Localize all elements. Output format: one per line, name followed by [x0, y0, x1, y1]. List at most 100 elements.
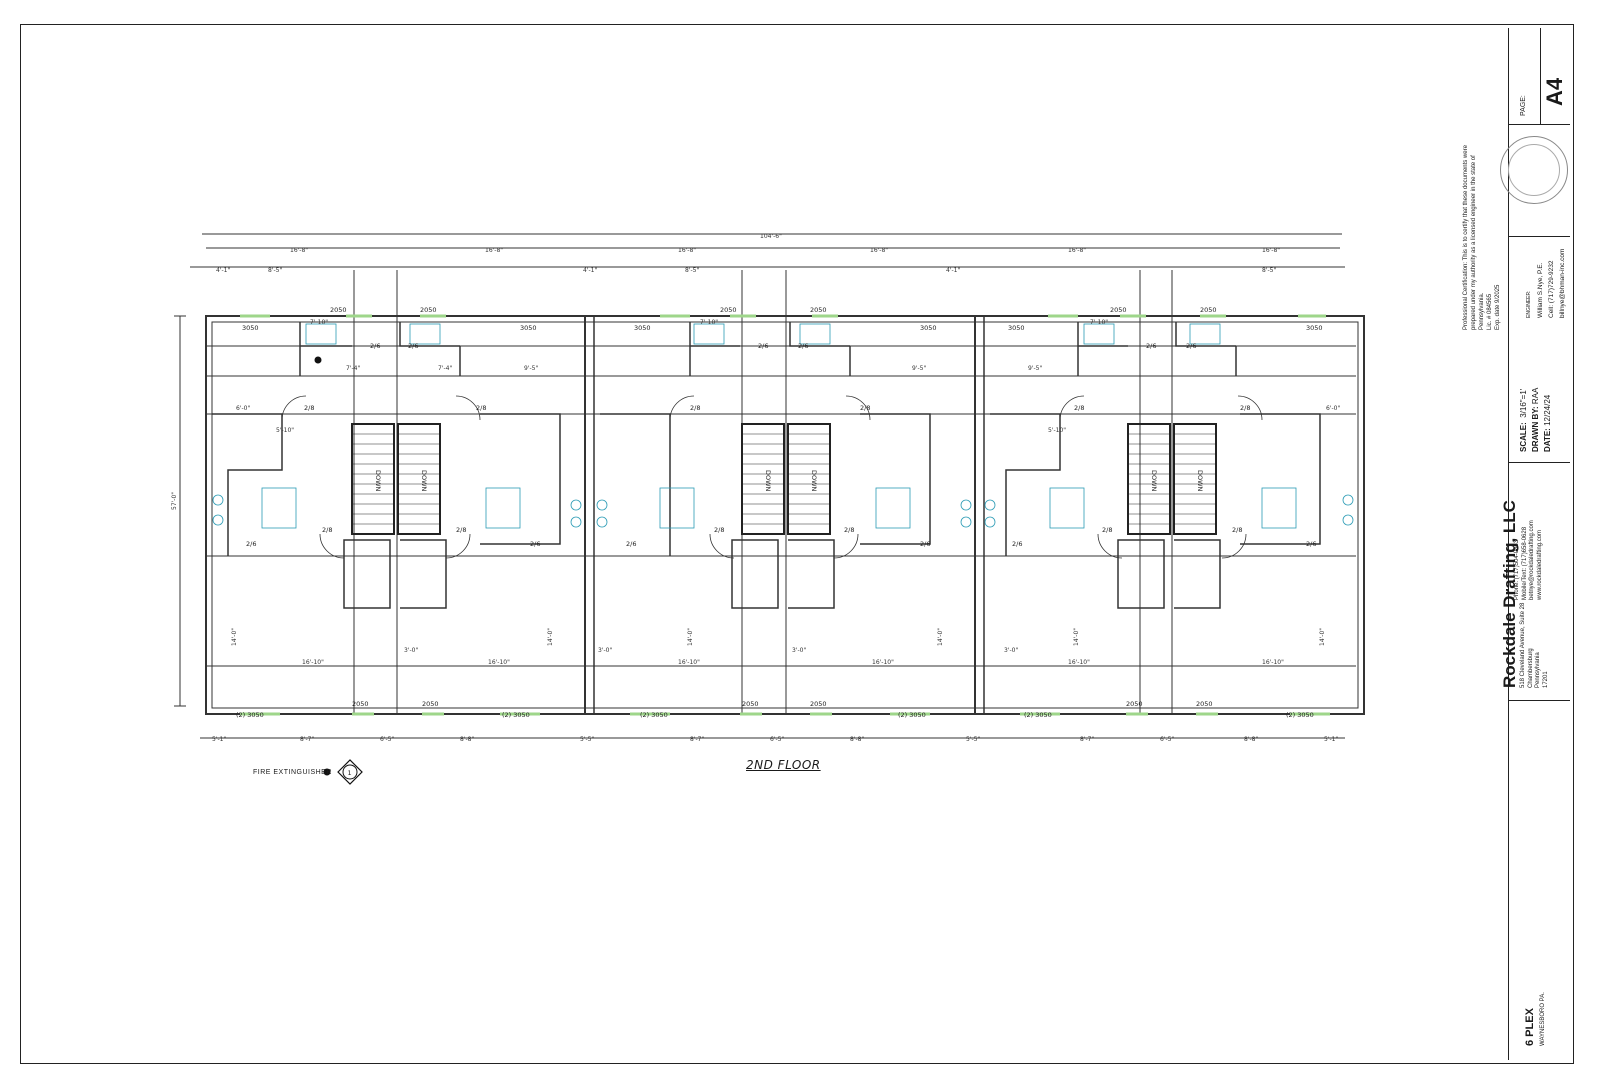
top-segment-dim: 8'-5" — [1262, 267, 1276, 274]
door-label: 2/6 — [1306, 540, 1316, 548]
room-dim: 14'-0" — [1073, 628, 1080, 646]
email: betnye@rockdaledrafting.com — [1529, 520, 1535, 600]
certification-line: Pennsylvania. — [1479, 292, 1485, 330]
bottom-segment-dim: 6'-5" — [770, 736, 784, 743]
room-dim: 16'-10" — [488, 659, 510, 666]
bottom-segment-dim: 8'-8" — [1244, 736, 1258, 743]
room-dim: 6'-0" — [236, 405, 250, 412]
room-dim: 16'-10" — [872, 659, 894, 666]
top-segment-dim: 8'-5" — [685, 267, 699, 274]
company-address-block: 518 Cleveland Avenue, Suite 28 Chambersb… — [1520, 603, 1550, 688]
certification-block: Professional Certification: This is to c… — [1462, 145, 1502, 330]
unit-width-dim: 16'-8" — [678, 247, 696, 254]
room-dim: 16'-10" — [1068, 659, 1090, 666]
room-dim: 14'-0" — [687, 628, 694, 646]
engineer-block: ENGINEER: William S.Nye, P.E. Cell: (717… — [1524, 249, 1568, 318]
room-dim: 6'-0" — [1326, 405, 1340, 412]
top-segment-dim: 4'-1" — [583, 267, 597, 274]
overall-depth-dim: 57'-0" — [171, 492, 178, 510]
door-label: 2/8 — [304, 404, 314, 412]
top-segment-dim: 4'-1" — [216, 267, 230, 274]
door-label: 2/8 — [1232, 526, 1242, 534]
address-line: Pennsylvania — [1535, 652, 1541, 688]
bottom-segment-dim: 8'-7" — [300, 736, 314, 743]
sheet-border — [20, 24, 1574, 1064]
door-label: 2/6 — [798, 342, 808, 350]
window-label: 3050 — [634, 324, 651, 332]
stairs-group — [351, 423, 1217, 535]
window-label: 2050 — [1196, 700, 1213, 708]
engineer-name: William S.Nye, P.E. — [1537, 262, 1544, 318]
unit-width-dim: 16'-8" — [870, 247, 888, 254]
window-label: 3050 — [520, 324, 537, 332]
page-label: PAGE: — [1520, 95, 1527, 116]
section-marker-number: 1 — [348, 769, 352, 777]
door-label: 2/6 — [246, 540, 256, 548]
engineer-seal-icon — [1500, 136, 1568, 204]
door-label: 2/6 — [408, 342, 418, 350]
door-label: 2/6 — [370, 342, 380, 350]
title-block-rule — [1508, 462, 1570, 463]
window-label: (2) 3050 — [236, 711, 264, 719]
room-dim: 9'-5" — [1028, 365, 1042, 372]
drawn-by-label: DRAWN BY: — [1531, 406, 1540, 452]
window-label: 3050 — [242, 324, 259, 332]
room-dim: 3'-0" — [792, 647, 806, 654]
window-label: 2050 — [810, 306, 827, 314]
window-label: (2) 3050 — [898, 711, 926, 719]
engineer-seal-inner — [1508, 144, 1560, 196]
room-dim: 7'-10" — [700, 319, 718, 326]
page-number: A4 — [1542, 77, 1567, 106]
top-segment-dim: 4'-1" — [946, 267, 960, 274]
window-label: 2050 — [1126, 700, 1143, 708]
overall-width-dim: 104'-6" — [760, 233, 782, 240]
room-dim: 3'-0" — [404, 647, 418, 654]
title-block-rule — [1508, 700, 1570, 701]
scale-label: SCALE: — [1519, 422, 1528, 452]
title-block-rule — [1540, 28, 1541, 124]
bottom-segment-dim: 6'-5" — [380, 736, 394, 743]
title-block-divider — [1508, 28, 1509, 1060]
unit-width-dim: 16'-8" — [485, 247, 503, 254]
door-label: 2/6 — [1186, 342, 1196, 350]
window-label: 3050 — [920, 324, 937, 332]
title-block-rule — [1508, 124, 1570, 125]
room-dim: 5'-10" — [1048, 427, 1066, 434]
project-name: 6 PLEX — [1524, 1008, 1536, 1046]
window-label: (2) 3050 — [1286, 711, 1314, 719]
certification-line: Exp. date 9/2025 — [1495, 284, 1501, 330]
window-label: 2050 — [422, 700, 439, 708]
window-label: 2050 — [720, 306, 737, 314]
door-label: 2/6 — [1146, 342, 1156, 350]
window-label: 3050 — [1008, 324, 1025, 332]
door-label: 2/8 — [860, 404, 870, 412]
door-label: 2/6 — [626, 540, 636, 548]
door-label: 2/8 — [844, 526, 854, 534]
room-dim: 16'-10" — [1262, 659, 1284, 666]
window-label: 2050 — [1200, 306, 1217, 314]
bottom-segment-dim: 6'-5" — [1160, 736, 1174, 743]
stair-label: DOWN — [810, 470, 818, 492]
door-label: 2/8 — [1240, 404, 1250, 412]
top-segment-dim: 8'-5" — [268, 267, 282, 274]
stair-label: DOWN — [420, 470, 428, 492]
unit-width-dim: 16'-8" — [290, 247, 308, 254]
bottom-segment-dim: 5'-1" — [212, 736, 226, 743]
room-dim: 7'-10" — [310, 319, 328, 326]
date-value: 12/24/24 — [1543, 394, 1552, 426]
stair-label: DOWN — [1150, 470, 1158, 492]
website: www.rockdaledrafting.com — [1536, 529, 1543, 600]
room-dim: 14'-0" — [231, 628, 238, 646]
mobile: Mobile/Text: (717)658-0628 — [1521, 526, 1528, 600]
company-contact-block: Phone: (717)504-0853 Mobile/Text: (717)6… — [1514, 520, 1544, 600]
door-label: 2/8 — [714, 526, 724, 534]
door-label: 2/6 — [758, 342, 768, 350]
room-dim: 16'-10" — [678, 659, 700, 666]
door-label: 2/8 — [322, 526, 332, 534]
opening-labels: 2050 2050 3050 3050 3050 2050 2050 3050 … — [236, 306, 1323, 719]
door-label: 2/8 — [476, 404, 486, 412]
fire-extinguisher-icon — [314, 356, 322, 364]
window-label: 2050 — [810, 700, 827, 708]
certification-line: prepared under my authority as a license… — [1471, 155, 1477, 330]
